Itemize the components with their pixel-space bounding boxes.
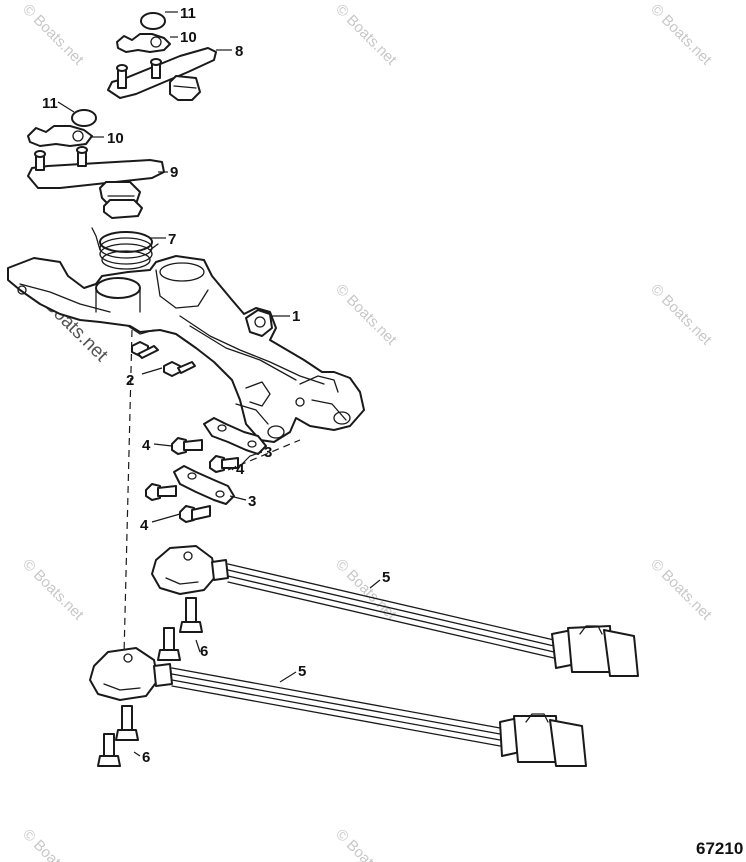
- callout-5-upper: 5: [382, 569, 390, 586]
- callout-10: 10: [107, 130, 124, 147]
- callout-3-a: 3: [264, 444, 272, 461]
- part-6-screws: [97, 597, 203, 767]
- part-10-clip: [27, 125, 93, 147]
- watermark: © Boats.net: [647, 556, 715, 624]
- watermark: © Boats.net: [332, 281, 400, 349]
- callout-1: 1: [292, 308, 300, 325]
- callout-4-a: 4: [142, 437, 151, 454]
- watermark: © Boats.net: [19, 1, 87, 69]
- alignment-line: [123, 329, 133, 656]
- callout-2: 2: [126, 372, 134, 389]
- part-9-lever: [27, 146, 165, 219]
- callout-labels: 11 10 8 11 10 9 7 1 2 4 3 4 3 4 5 6 5 6: [42, 5, 390, 766]
- callout-8: 8: [235, 43, 243, 60]
- part-5-sensor-upper: [151, 545, 639, 677]
- callout-4-b: 4: [236, 461, 245, 478]
- callout-11-top: 11: [180, 5, 196, 22]
- callout-6-upper: 6: [200, 643, 208, 660]
- figure-number: 67210: [696, 839, 743, 858]
- callout-3-b: 3: [248, 493, 256, 510]
- part-5-sensor-lower: [89, 647, 587, 767]
- callout-10-top: 10: [180, 29, 197, 46]
- callout-4-c: 4: [140, 517, 149, 534]
- callout-9: 9: [170, 164, 178, 181]
- part-10-clip-top: [116, 33, 171, 53]
- callout-11: 11: [42, 95, 58, 112]
- callout-6-lower: 6: [142, 749, 150, 766]
- watermark: © Boats.net: [332, 1, 400, 69]
- watermark: © Boats.net: [19, 826, 87, 862]
- part-8-lever: [107, 47, 217, 101]
- part-11-cap-top: [140, 12, 166, 30]
- watermark: © Boats.net: [647, 281, 715, 349]
- watermark: © Boats.net: [19, 556, 87, 624]
- leader-lines: [57, 11, 381, 757]
- alignment-line-screw: [227, 439, 301, 471]
- callout-7: 7: [168, 231, 176, 248]
- part-3-retainers: [173, 417, 267, 505]
- part-1-bracket: [7, 255, 365, 443]
- watermark: © Boats.net: [647, 1, 715, 69]
- part-4-screws: [145, 437, 239, 523]
- callout-5-lower: 5: [298, 663, 306, 680]
- part-11-cap: [71, 109, 97, 127]
- watermark: © Boats.net: [332, 826, 400, 862]
- part-7-spring: [91, 227, 159, 270]
- part-2-bolts: [131, 341, 196, 377]
